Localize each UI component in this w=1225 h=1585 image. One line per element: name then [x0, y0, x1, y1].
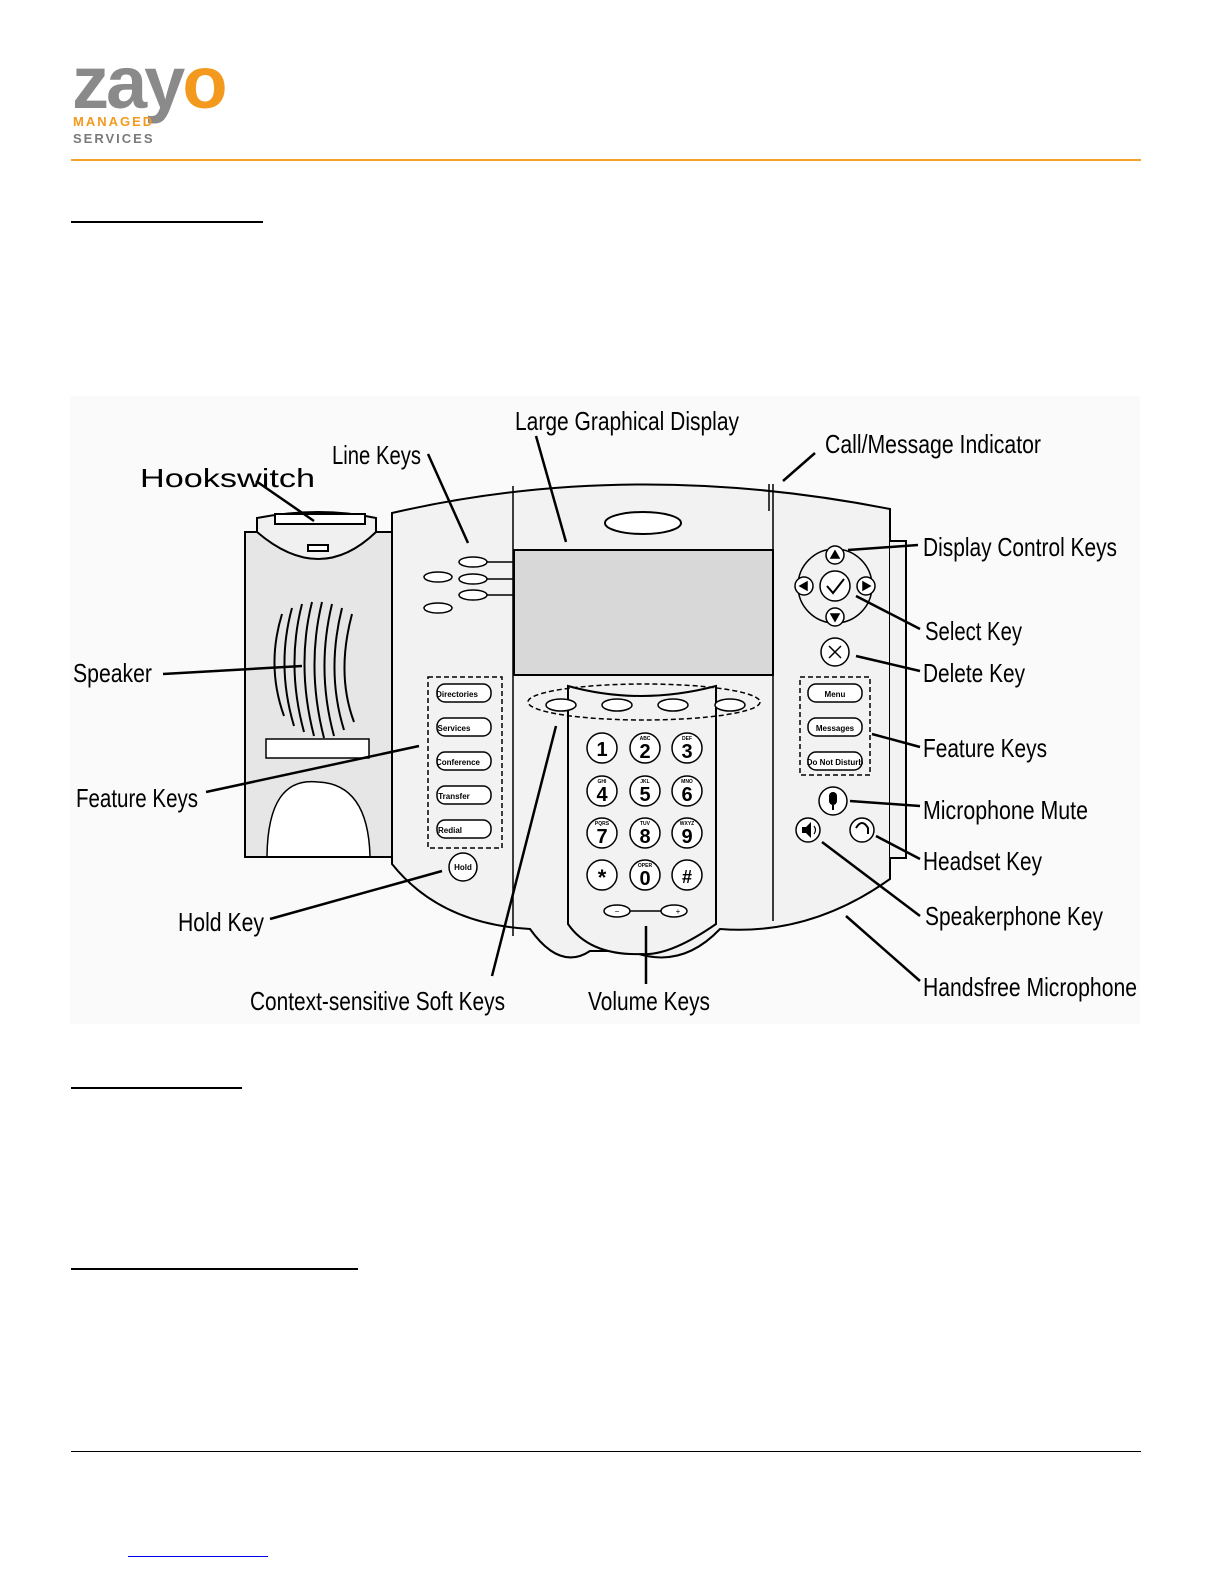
phone-body	[244, 483, 907, 959]
key-1[interactable]: 1	[586, 732, 618, 764]
label-select-key: Select Key	[925, 616, 1022, 646]
volume-keys[interactable]: − +	[603, 904, 688, 918]
key-hash[interactable]: #	[671, 859, 703, 891]
line-keys	[423, 556, 513, 614]
svg-text:3: 3	[681, 741, 692, 763]
svg-text:9: 9	[681, 826, 692, 848]
svg-text:6: 6	[681, 784, 692, 806]
phone-diagram: Directories Services Conference Transfer…	[70, 396, 1140, 1024]
svg-text:OPER: OPER	[638, 863, 653, 869]
label-hold-key: Hold Key	[178, 907, 264, 937]
svg-text:Messages: Messages	[816, 724, 855, 733]
svg-text:DEF: DEF	[682, 736, 692, 742]
label-microphone-mute: Microphone Mute	[923, 795, 1088, 825]
svg-text:Transfer: Transfer	[438, 792, 470, 801]
feature-key-transfer[interactable]: Transfer	[436, 785, 492, 805]
key-star[interactable]: *	[586, 859, 618, 891]
delete-key[interactable]	[820, 637, 850, 667]
svg-text:5: 5	[639, 784, 650, 806]
speakerphone-key[interactable]	[795, 817, 821, 843]
feature-key-directories[interactable]: Directories	[436, 683, 492, 703]
logo-services: SERVICES	[73, 131, 155, 146]
svg-text:8: 8	[639, 826, 650, 848]
section-heading-underline-1	[71, 221, 263, 223]
microphone-mute-key[interactable]	[818, 786, 848, 816]
label-large-display: Large Graphical Display	[515, 406, 739, 436]
label-speakerphone-key: Speakerphone Key	[925, 901, 1103, 931]
headset-key[interactable]	[849, 817, 875, 843]
svg-text:0: 0	[639, 868, 650, 890]
label-display-control-keys: Display Control Keys	[923, 532, 1117, 562]
svg-text:#: #	[682, 867, 692, 887]
feature-key-menu[interactable]: Menu	[807, 683, 863, 703]
svg-text:4: 4	[596, 784, 608, 806]
svg-text:2: 2	[639, 741, 650, 763]
hold-key[interactable]: Hold	[448, 852, 478, 882]
feature-key-redial[interactable]: Redial	[436, 819, 492, 839]
footer-rule	[71, 1451, 1141, 1452]
svg-text:Hold: Hold	[454, 863, 472, 872]
svg-text:PQRS: PQRS	[595, 821, 610, 827]
svg-text:Services: Services	[438, 724, 471, 733]
svg-text:ABC: ABC	[640, 736, 651, 742]
label-call-message-indicator: Call/Message Indicator	[825, 429, 1041, 459]
svg-text:JKL: JKL	[640, 779, 649, 785]
feature-key-do-not-disturb[interactable]: Do Not Disturb	[807, 751, 864, 771]
feature-key-services[interactable]: Services	[436, 717, 492, 737]
svg-text:1: 1	[596, 739, 607, 761]
label-line-keys: Line Keys	[332, 440, 421, 470]
svg-text:Do Not Disturb: Do Not Disturb	[807, 758, 864, 767]
callout-leaders	[162, 435, 921, 984]
label-feature-keys-right: Feature Keys	[923, 733, 1047, 763]
svg-text:7: 7	[596, 826, 607, 848]
label-delete-key: Delete Key	[923, 658, 1025, 688]
feature-key-messages[interactable]: Messages	[807, 717, 863, 737]
svg-text:−: −	[615, 907, 620, 916]
label-handsfree-microphone: Handsfree Microphone	[923, 972, 1137, 1002]
label-soft-keys: Context-sensitive Soft Keys	[250, 986, 505, 1016]
svg-text:Directories: Directories	[436, 690, 478, 699]
section-heading-underline-3	[71, 1268, 358, 1270]
logo-managed: MANAGED	[73, 114, 155, 129]
svg-text:GHI: GHI	[598, 779, 608, 785]
feature-key-conference[interactable]: Conference	[436, 751, 492, 771]
svg-text:TUV: TUV	[640, 821, 651, 827]
svg-text:*: *	[598, 865, 607, 890]
soft-keys	[545, 698, 746, 712]
svg-text:Conference: Conference	[436, 758, 481, 767]
section-heading-underline-2	[71, 1087, 242, 1089]
label-volume-keys: Volume Keys	[588, 986, 710, 1016]
footer-link-underline[interactable]	[128, 1556, 268, 1557]
label-headset-key: Headset Key	[923, 846, 1042, 876]
svg-text:Menu: Menu	[825, 690, 846, 699]
zayo-logo: zayo MANAGED SERVICES	[72, 46, 257, 148]
svg-text:Redial: Redial	[438, 826, 462, 835]
header-rule	[71, 159, 1141, 161]
label-speaker: Speaker	[73, 658, 152, 688]
select-key[interactable]	[819, 570, 851, 602]
svg-text:+: +	[676, 907, 681, 916]
svg-text:WXYZ: WXYZ	[680, 821, 694, 827]
svg-text:MNO: MNO	[681, 779, 693, 785]
logo-wordmark: zayo	[72, 41, 228, 124]
label-hookswitch: Hookswitch	[140, 463, 315, 493]
label-feature-keys-left: Feature Keys	[76, 783, 198, 813]
